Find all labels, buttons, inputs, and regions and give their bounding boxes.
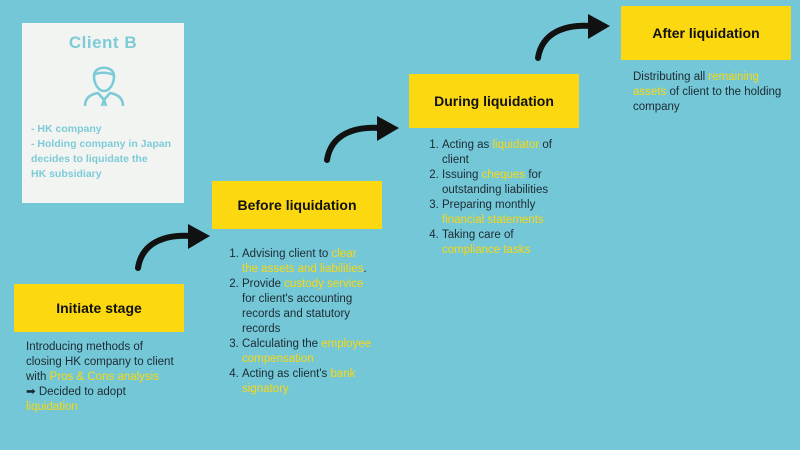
initiate-highlight: Pros & Cons analysis — [49, 371, 159, 383]
stage-after-box: After liquidation — [621, 6, 791, 60]
step-text: Acting as client's — [242, 368, 331, 380]
step-highlight: cheques — [481, 169, 526, 181]
step-highlight: bank signatory — [242, 368, 356, 395]
client-note: decides to liquidate the — [31, 153, 148, 165]
stage-during-box: During liquidation — [409, 74, 579, 128]
step-highlight: financial statements — [442, 214, 544, 226]
stage-before-label: Before liquidation — [237, 197, 357, 213]
step-highlight: custody service — [284, 278, 364, 290]
step-highlight: compliance tasks — [442, 244, 531, 256]
step-text: Acting as — [442, 139, 493, 151]
during-step: Acting as liquidator of client — [442, 138, 558, 168]
curved-arrow-icon — [135, 224, 210, 271]
step-text: Calculating the — [242, 338, 322, 350]
stage-initiate-label: Initiate stage — [56, 300, 142, 316]
stage-after-label: After liquidation — [652, 25, 760, 41]
step-highlight: clear the assets and liabilities — [242, 248, 364, 275]
during-step: Issuing cheques for outstanding liabilit… — [442, 168, 558, 198]
before-step: Provide custody service for client's acc… — [242, 277, 373, 337]
curved-arrow-icon — [535, 14, 610, 61]
step-highlight: employee compensation — [242, 338, 372, 365]
step-text: of client — [442, 139, 552, 166]
initiate-decision-highlight: liquidation — [26, 401, 78, 413]
stage-after-description: Distributing all remaining assets of cli… — [633, 70, 783, 115]
stage-before-description: Advising client to clear the assets and … — [230, 247, 373, 397]
initiate-decision-text: ➡ Decided to adopt — [26, 386, 126, 398]
step-text: Advising client to — [242, 248, 332, 260]
step-highlight: liquidator — [492, 139, 540, 151]
after-text: Distributing all — [633, 71, 709, 83]
stage-during-label: During liquidation — [434, 93, 554, 109]
before-step: Calculating the employee compensation — [242, 337, 373, 367]
after-text: of client to the holding company — [633, 86, 782, 113]
stage-initiate-description: Introducing methods of closing HK compan… — [26, 340, 176, 415]
initiate-text: Introducing methods of closing HK compan… — [26, 341, 174, 383]
client-notes: - HK company - Holding company in Japan … — [31, 122, 181, 182]
stage-before-box: Before liquidation — [212, 181, 382, 229]
user-avatar-icon — [83, 66, 125, 107]
before-step: Advising client to clear the assets and … — [242, 247, 373, 277]
client-card: Client B - HK company - Holding company … — [22, 23, 184, 203]
step-text: Issuing — [442, 169, 482, 181]
initiate-paragraph: Introducing methods of closing HK compan… — [26, 340, 176, 385]
during-step: Preparing monthly financial statements — [442, 198, 558, 228]
step-text: Preparing monthly — [442, 199, 536, 211]
during-step: Taking care of compliance tasks — [442, 228, 558, 258]
client-note: - Holding company in Japan — [31, 138, 172, 150]
curved-arrow-icon — [324, 116, 399, 163]
before-step: Acting as client's bank signatory — [242, 367, 373, 397]
step-text: for client's accounting records and stat… — [242, 293, 353, 335]
client-note: HK subsidiary — [31, 168, 102, 180]
initiate-decision: ➡ Decided to adopt liquidation — [26, 385, 176, 415]
client-title: Client B — [68, 33, 138, 52]
step-text: . — [363, 263, 367, 275]
step-text: for outstanding liabilities — [442, 169, 549, 196]
stage-initiate-box: Initiate stage — [14, 284, 184, 332]
step-text: Provide — [242, 278, 285, 290]
client-note: - HK company — [31, 123, 102, 135]
after-highlight: remaining assets — [633, 71, 759, 98]
stage-during-description: Acting as liquidator of client Issuing c… — [430, 138, 558, 258]
step-text: Taking care of — [442, 229, 514, 241]
